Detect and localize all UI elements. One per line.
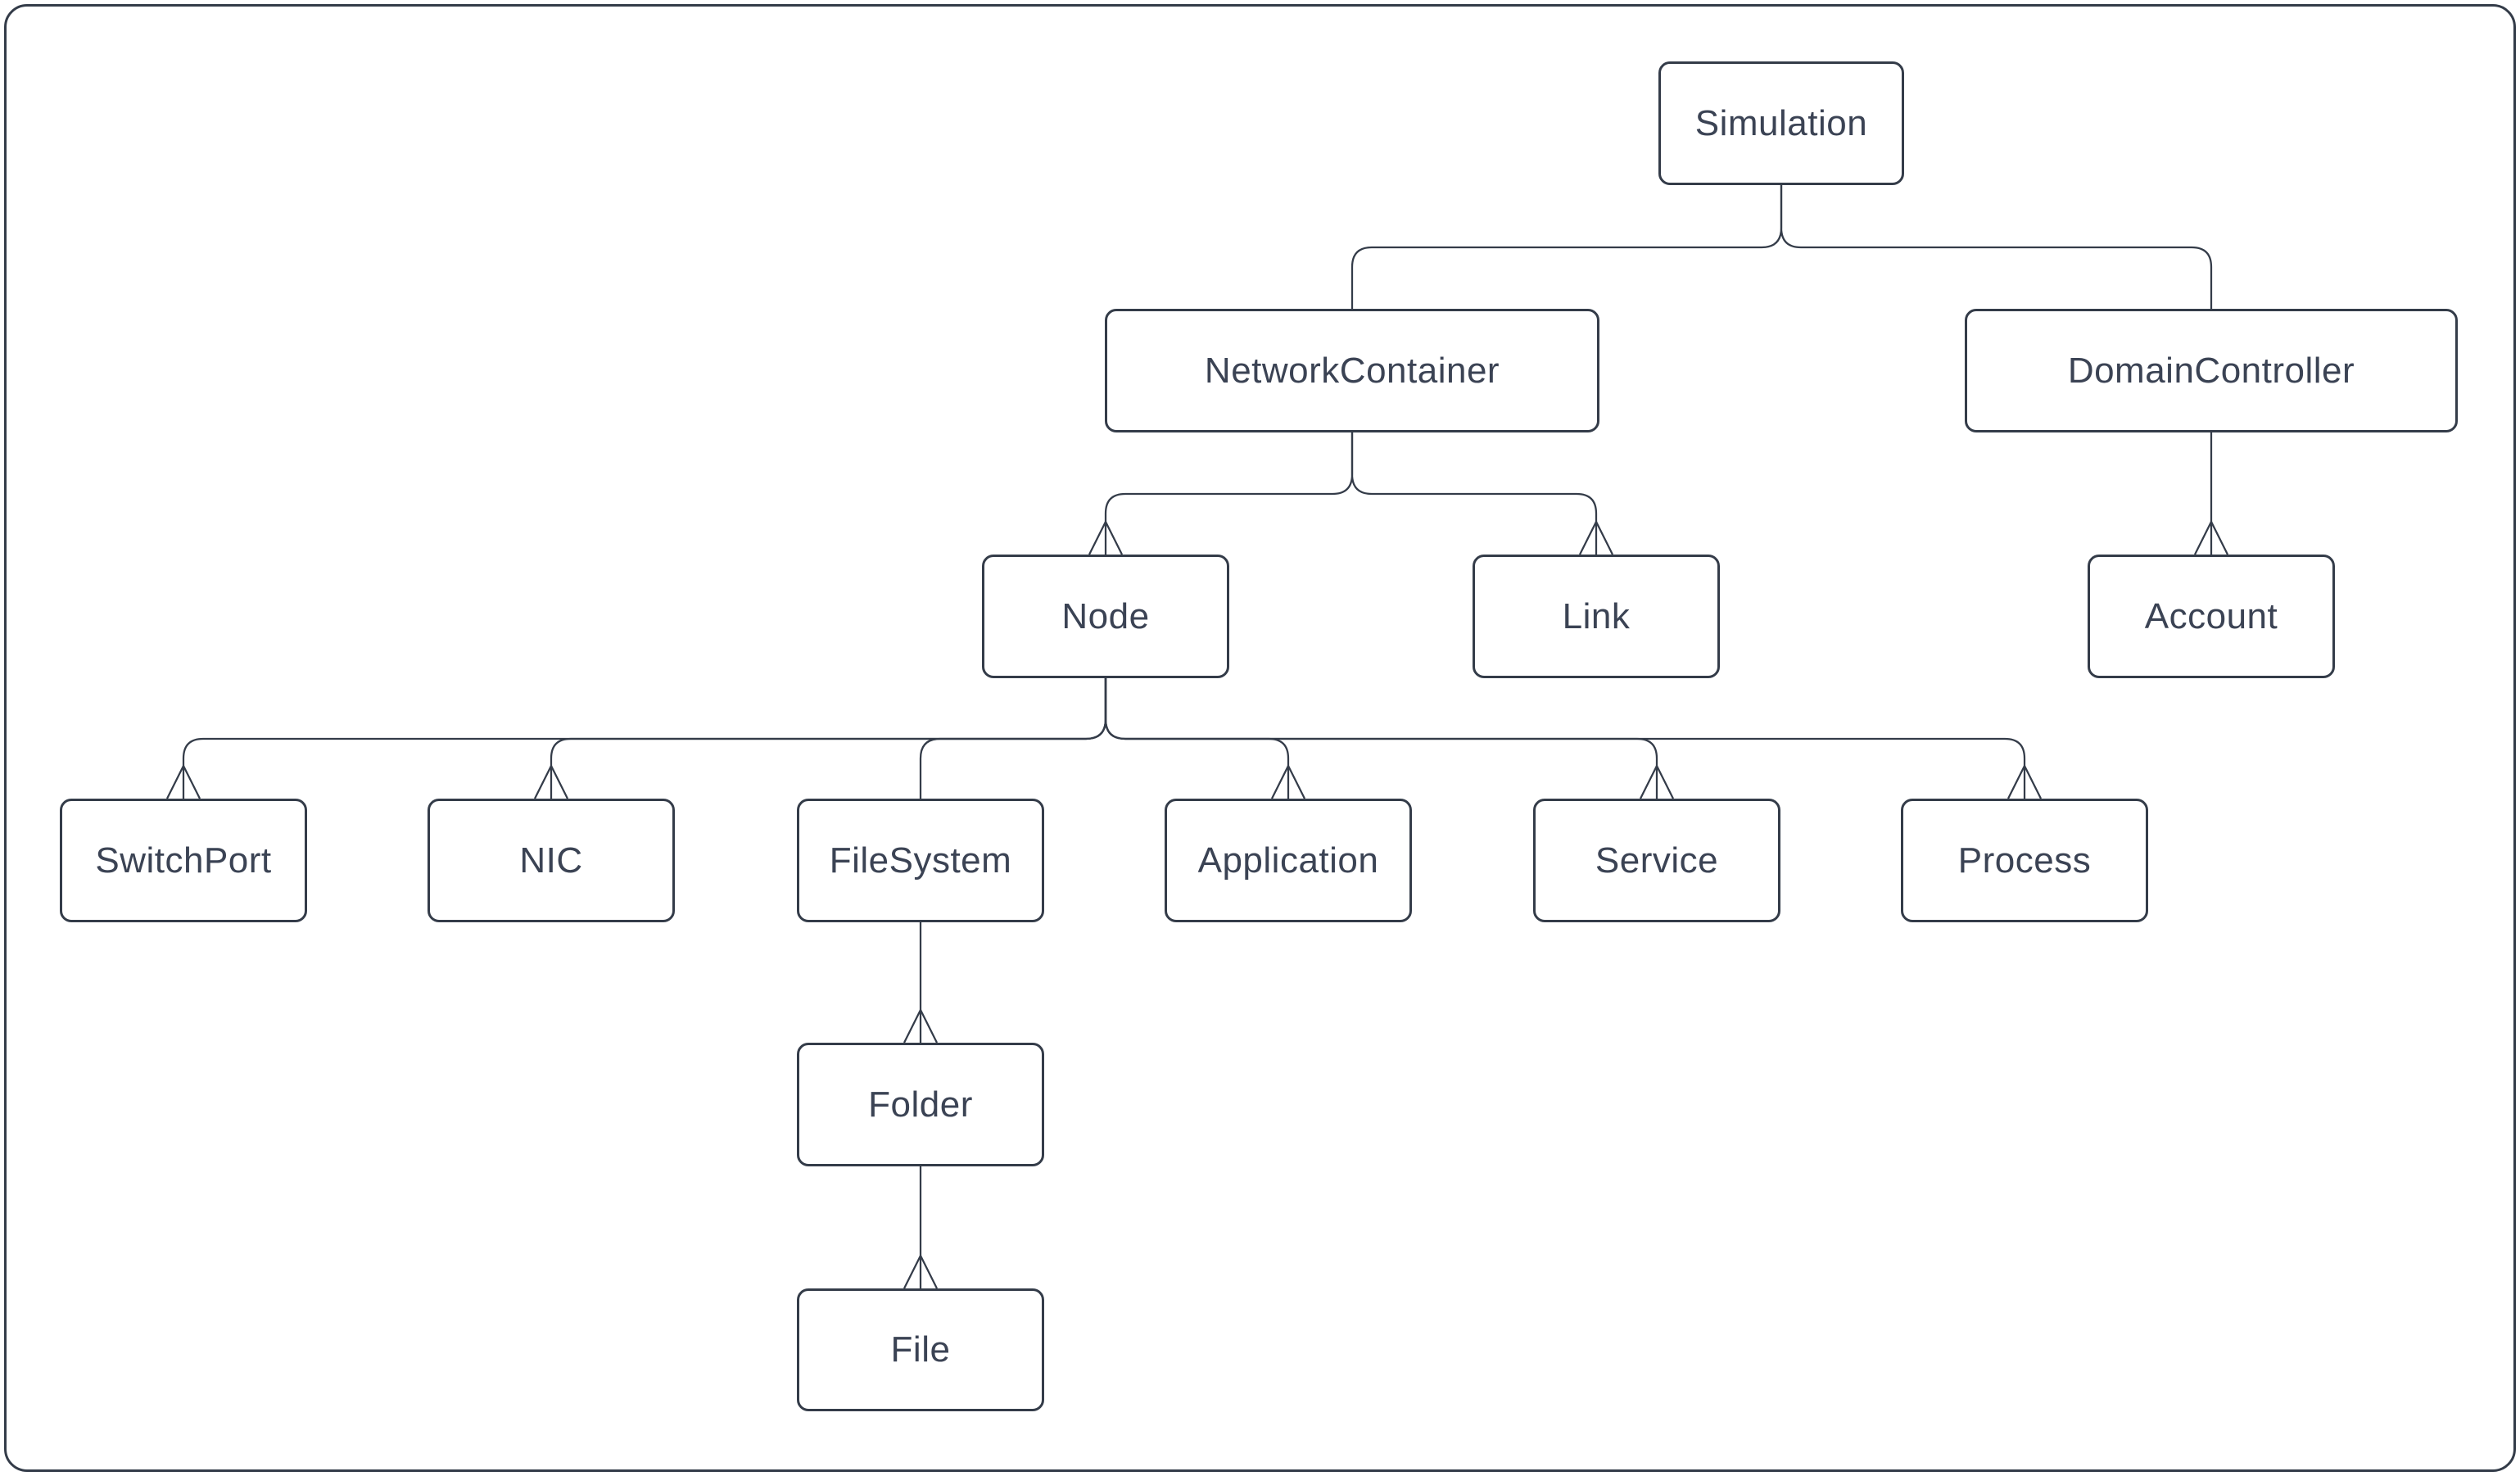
node-box-nic: NIC [428, 799, 675, 922]
node-box-link: Link [1473, 555, 1720, 678]
edge-node-filesystem [919, 678, 1107, 799]
open-arrowhead-account [2193, 519, 2229, 555]
edge-simulation-networkcontainer [1350, 185, 1783, 309]
node-label-domain-controller: DomainController [2067, 350, 2355, 391]
open-arrowhead-switchport [165, 763, 201, 799]
node-box-service: Service [1533, 799, 1780, 922]
node-box-switch-port: SwitchPort [60, 799, 307, 922]
node-box-simulation: Simulation [1658, 61, 1904, 185]
open-arrowhead-process [2006, 763, 2043, 799]
node-label-network-container: NetworkContainer [1204, 350, 1500, 391]
node-label-node: Node [1061, 595, 1150, 636]
node-label-link: Link [1562, 595, 1631, 636]
node-box-process: Process [1901, 799, 2148, 922]
node-label-nic: NIC [519, 840, 583, 881]
node-box-account: Account [2088, 555, 2335, 678]
node-label-account: Account [2144, 595, 2278, 636]
node-label-service: Service [1595, 840, 1719, 881]
node-label-switch-port: SwitchPort [95, 840, 272, 881]
node-box-folder: Folder [797, 1043, 1044, 1166]
open-arrowhead-application [1270, 763, 1306, 799]
edge-networkcontainer-node [1104, 432, 1354, 555]
node-label-process: Process [1957, 840, 2092, 881]
edge-simulation-domaincontroller [1780, 185, 2213, 309]
open-arrowhead-node [1088, 519, 1124, 555]
node-label-folder: Folder [868, 1084, 973, 1125]
node-box-network-container: NetworkContainer [1105, 309, 1599, 432]
node-label-file: File [890, 1329, 951, 1370]
open-arrowhead-link [1578, 519, 1614, 555]
node-box-application: Application [1165, 799, 1412, 922]
node-box-domain-controller: DomainController [1965, 309, 2458, 432]
edge-networkcontainer-link [1350, 432, 1598, 555]
node-label-application: Application [1197, 840, 1379, 881]
node-label-simulation: Simulation [1694, 102, 1868, 143]
open-arrowhead-nic [533, 763, 569, 799]
edge-node-process [1104, 678, 2026, 799]
node-box-file: File [797, 1288, 1044, 1411]
node-box-node: Node [982, 555, 1229, 678]
node-box-file-system: FileSystem [797, 799, 1044, 922]
open-arrowhead-service [1639, 763, 1675, 799]
open-arrowhead-file [903, 1253, 939, 1289]
open-arrowhead-folder [903, 1007, 939, 1044]
node-label-file-system: FileSystem [829, 840, 1012, 881]
